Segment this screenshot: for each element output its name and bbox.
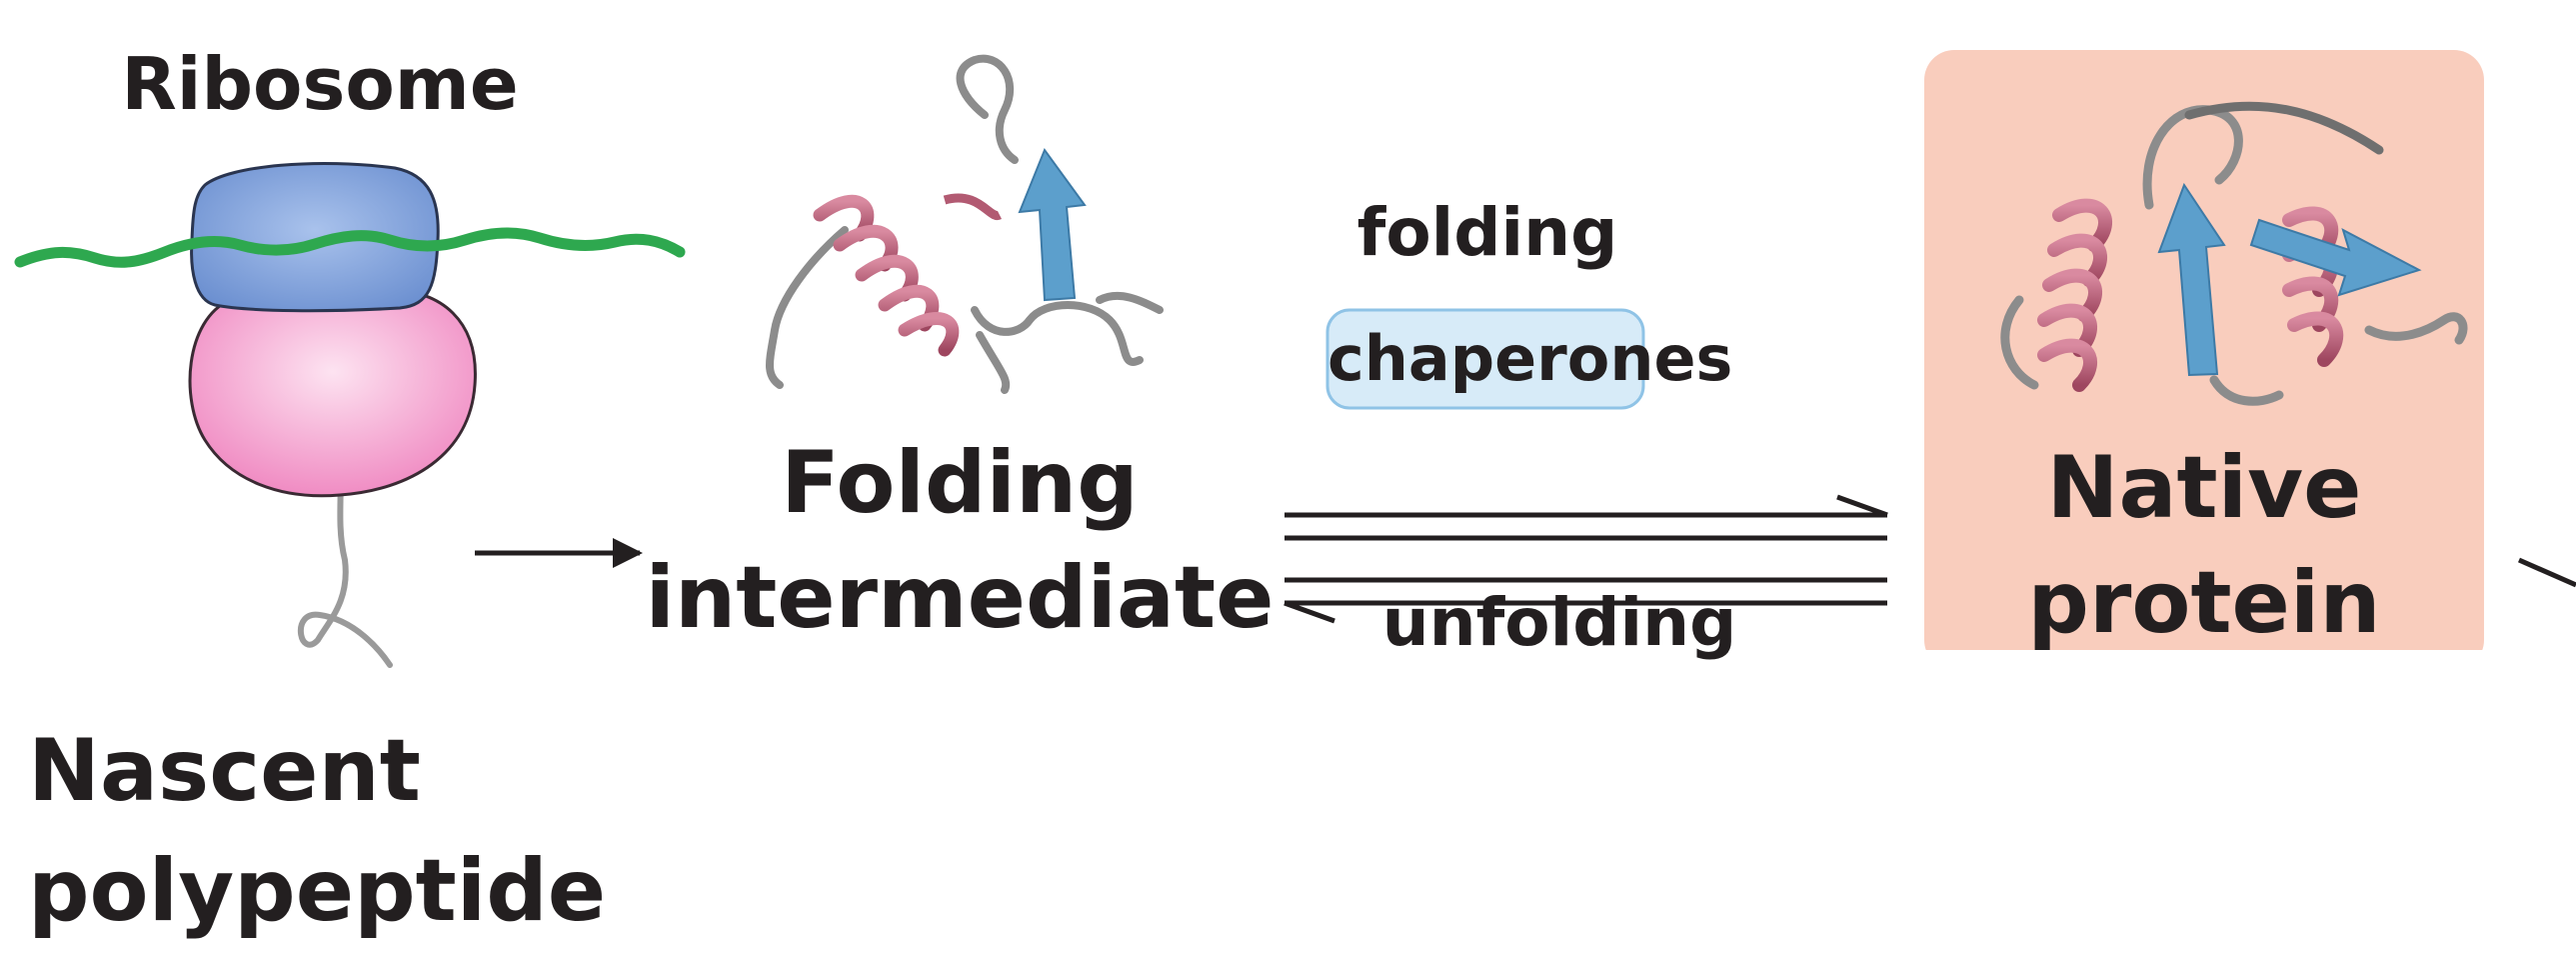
native-strand-2	[2249, 218, 2422, 297]
nascent-polypeptide-label-line2: polypeptide	[28, 841, 607, 941]
ribosome-icon	[14, 162, 686, 668]
native-protein-label-line2: protein	[2027, 553, 2381, 653]
equilibrium-arrows	[1284, 494, 1888, 624]
chaperones-label: chaperones	[1327, 322, 1733, 395]
intermediate-strand	[1018, 147, 1087, 302]
native-protein-structure-icon	[2000, 101, 2468, 406]
ribosome-label: Ribosome	[121, 42, 519, 126]
ribosome-large-subunit	[188, 287, 477, 498]
folding-intermediate-structure-icon	[766, 54, 1164, 394]
folding-intermediate-label-line1: Folding	[781, 433, 1139, 533]
nascent-polypeptide-label-line1: Nascent	[28, 721, 421, 821]
nascent-chain	[297, 397, 393, 668]
chaperones-box	[1325, 308, 1645, 410]
mrna-strand	[14, 227, 686, 268]
native-protein-label-line1: Native	[2046, 438, 2362, 538]
native-strand-1	[2157, 182, 2226, 377]
ribosome-small-subunit	[190, 162, 440, 313]
unfolding-label: unfolding	[1381, 584, 1737, 661]
next-step-arrow-fragment	[2517, 557, 2576, 588]
folding-intermediate-label-line2: intermediate	[645, 548, 1275, 648]
folding-label: folding	[1356, 194, 1618, 271]
